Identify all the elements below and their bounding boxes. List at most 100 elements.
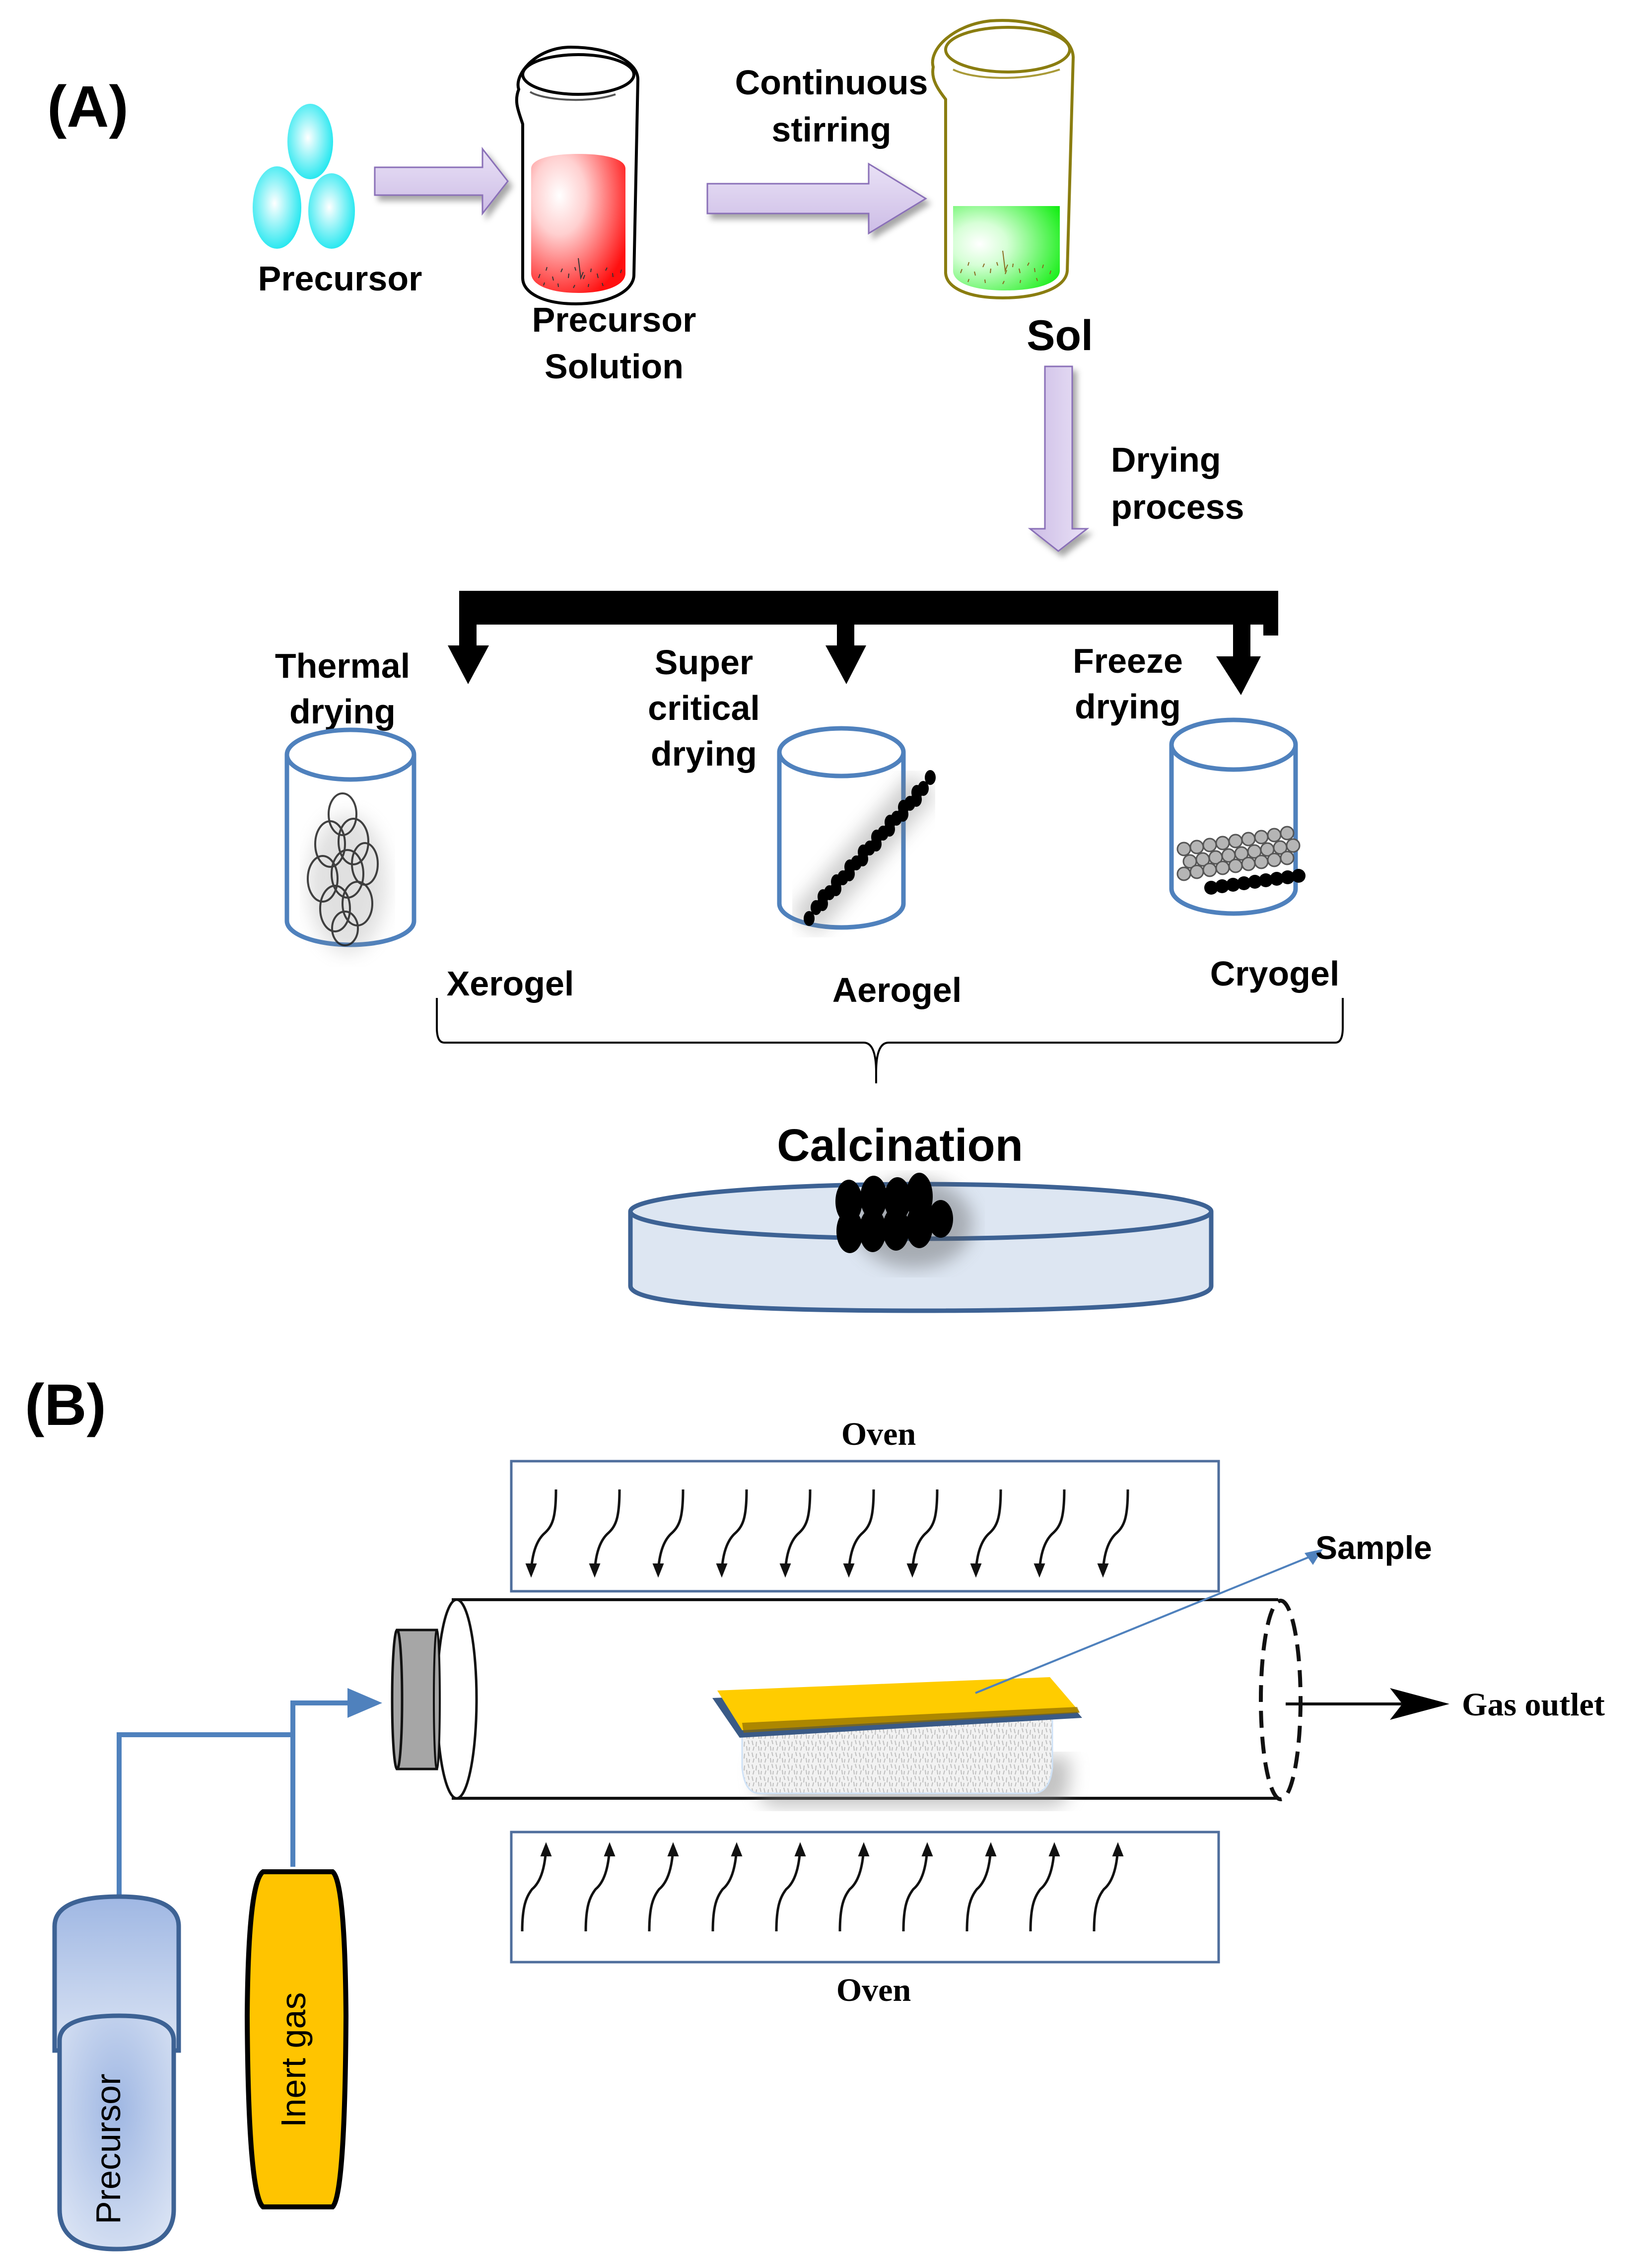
aerogel-container-icon xyxy=(777,726,937,935)
panel-b-label: (B) xyxy=(25,1372,106,1438)
drying-method-1-line1: Thermal xyxy=(275,646,410,685)
drying-method-3-line1: Freeze xyxy=(1073,641,1183,680)
gas-feed-lines xyxy=(117,1700,352,1897)
heat-arrow-up xyxy=(838,1847,865,1932)
heat-arrowhead-icon xyxy=(858,1842,870,1856)
heat-arrowhead-icon xyxy=(794,1842,806,1856)
aerogel-particle xyxy=(858,845,869,859)
heat-arrow-up xyxy=(584,1847,611,1932)
heat-arrow-down xyxy=(847,1489,875,1572)
gas-outlet-arrowhead-icon xyxy=(1390,1688,1449,1720)
heat-arrow-down xyxy=(911,1489,939,1572)
gas-inlet-arrowhead-icon xyxy=(347,1688,382,1718)
heat-arrowhead-icon xyxy=(843,1563,855,1578)
cryogel-particle xyxy=(1286,838,1301,853)
heat-arrowhead-icon xyxy=(667,1842,679,1856)
drying-method-3-line2: drying xyxy=(1075,687,1181,726)
stirring-label-line2: stirring xyxy=(771,110,891,149)
sample-leader-arrowhead-icon xyxy=(1305,1549,1323,1565)
heat-arrow-up xyxy=(1029,1847,1056,1932)
heat-arrow-up xyxy=(1093,1847,1119,1932)
cryogel-particle xyxy=(1267,852,1282,867)
precursor-bubbles-icon xyxy=(253,104,355,249)
drying-process-label-line1: Drying xyxy=(1111,440,1221,479)
aerogel-particle xyxy=(925,770,936,785)
heat-arrow-down xyxy=(530,1489,557,1572)
heat-arrowhead-icon xyxy=(604,1842,616,1856)
heat-arrow-down xyxy=(784,1489,812,1572)
heat-arrowhead-icon xyxy=(906,1563,918,1578)
aerogel-particle xyxy=(871,830,882,845)
gas-outlet-label: Gas outlet xyxy=(1462,1687,1605,1723)
heat-arrow-up xyxy=(965,1847,992,1932)
oven-bottom-label: Oven xyxy=(836,1972,911,2008)
cryogel-particle xyxy=(1254,830,1269,845)
cryogel-particle xyxy=(1176,866,1191,881)
heat-arrow-up xyxy=(902,1847,929,1932)
aerogel-label: Aerogel xyxy=(832,971,962,1009)
cryogel-core-particle xyxy=(1270,872,1284,886)
drying-method-2-line3: drying xyxy=(651,734,757,773)
heat-arrowhead-icon xyxy=(540,1842,552,1856)
heat-arrow-down xyxy=(657,1489,685,1572)
heat-arrow-up xyxy=(775,1847,802,1932)
heat-arrow-down xyxy=(1038,1489,1066,1572)
cryogel-particle xyxy=(1202,838,1217,852)
precursor-solution-label-line2: Solution xyxy=(545,347,684,386)
panel-a-label: (A) xyxy=(47,74,129,140)
precursor-cylinder-icon xyxy=(52,1894,181,2252)
calcination-dish-icon xyxy=(628,1173,1214,1313)
drying-process-arrow-icon xyxy=(1028,365,1090,552)
cryogel-particle xyxy=(1280,826,1295,841)
oven-bottom-heat-arrows xyxy=(521,1842,1124,1932)
cryogel-particle xyxy=(1215,860,1230,875)
cryogel-particle xyxy=(1267,828,1282,843)
heat-arrowhead-icon xyxy=(970,1563,982,1578)
heat-arrowhead-icon xyxy=(589,1563,601,1578)
heat-arrowhead-icon xyxy=(921,1842,933,1856)
drying-process-label-line2: process xyxy=(1111,488,1244,526)
process-arrow-2-icon xyxy=(706,162,927,235)
cryogel-core-particle xyxy=(1237,876,1251,890)
heat-arrow-down xyxy=(593,1489,621,1572)
cryogel-particle xyxy=(1228,858,1243,873)
cryogel-core-particle xyxy=(1281,870,1295,884)
cryogel-container-icon xyxy=(1169,717,1306,916)
heat-arrowhead-icon xyxy=(779,1563,791,1578)
process-arrow-1-icon xyxy=(374,146,509,216)
precursor-solution-label-line1: Precursor xyxy=(532,300,696,339)
oven-top-box xyxy=(510,1460,1220,1593)
inert-gas-cylinder-icon xyxy=(244,1869,349,2209)
cryogel-core-particle xyxy=(1292,869,1306,883)
oven-top-label: Oven xyxy=(841,1416,916,1452)
drying-method-2-line1: Super xyxy=(655,643,753,682)
heat-arrow-down xyxy=(974,1489,1002,1572)
precursor-solution-beaker-icon xyxy=(515,45,640,306)
aerogel-particle xyxy=(811,900,822,915)
heat-arrowhead-icon xyxy=(525,1563,537,1578)
cryogel-core-particle xyxy=(1226,878,1240,892)
cryogel-core-particle xyxy=(1215,879,1229,893)
oven-top-heat-arrows xyxy=(525,1489,1129,1578)
sol-beaker-icon xyxy=(931,19,1075,300)
calcination-label: Calcination xyxy=(777,1120,1023,1171)
aerogel-particle xyxy=(831,874,842,889)
heat-arrowhead-icon xyxy=(1112,1842,1124,1856)
sample-leader-line xyxy=(975,1555,1311,1694)
heat-arrow-down xyxy=(1101,1489,1129,1572)
cryogel-particle xyxy=(1228,834,1243,848)
drying-method-2-line2: critical xyxy=(648,689,760,727)
sample-label: Sample xyxy=(1315,1529,1432,1566)
heat-arrowhead-icon xyxy=(1048,1842,1060,1856)
heat-arrow-up xyxy=(711,1847,738,1932)
stirring-label-line1: Continuous xyxy=(735,63,928,102)
cryogel-particle xyxy=(1280,850,1295,865)
heat-arrow-up xyxy=(521,1847,548,1932)
sample-boat-icon xyxy=(712,1677,1082,1806)
sol-label: Sol xyxy=(1027,312,1093,359)
grouping-bracket xyxy=(436,998,1344,1083)
cryogel-core-particle xyxy=(1248,875,1262,889)
aerogel-particle xyxy=(818,889,828,904)
cryogel-particle xyxy=(1176,842,1191,856)
precursor-cylinder-label: Precursor xyxy=(89,2074,128,2224)
